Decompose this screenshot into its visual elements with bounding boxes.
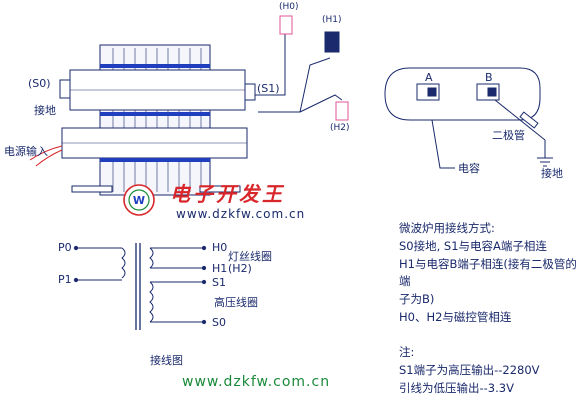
terminal-s0 (59, 79, 71, 99)
lead-to-h1 (258, 57, 331, 113)
label-h0: (H0) (279, 2, 299, 12)
blue-band-top (100, 64, 210, 68)
terminal-s1 (244, 83, 256, 101)
wiring-schematic (73, 243, 207, 330)
power-input-leads (29, 145, 63, 167)
hv-coil (149, 281, 154, 323)
label-transformer-ground: 接地 (34, 104, 56, 117)
label-hv-coil: 高压线圈 (214, 296, 258, 309)
label-p0: P0 (58, 241, 72, 254)
label-s1: (S1) (257, 82, 280, 95)
label-s0: (S0) (28, 77, 51, 90)
wiring-caption: 接线图 (150, 354, 183, 367)
capacitor-drawing (384, 67, 553, 169)
label-wiring-s0: S0 (212, 316, 226, 329)
blue-band-bottom (100, 158, 210, 162)
label-h2: (H2) (330, 123, 350, 133)
label-wiring-s1: S1 (212, 276, 226, 289)
label-filament-coil: 灯丝线圈 (228, 250, 272, 263)
filament-coil (149, 247, 154, 269)
label-capacitor-a: A (425, 71, 433, 84)
label-h1: (H1) (322, 15, 342, 25)
label-diode: 二极管 (492, 129, 525, 142)
lead-to-h2 (299, 94, 343, 113)
diode-body (519, 111, 539, 129)
label-capacitor: 电容 (458, 162, 480, 175)
label-power-input: 电源输入 (4, 145, 48, 158)
notes-line-2: H1与电容B端子相连(接有二极管的端 (399, 256, 577, 289)
diode-lead (494, 99, 546, 141)
blue-band-middle (100, 112, 210, 116)
connector-h0 (279, 15, 293, 35)
brand-url: www.dzkfw.com.cn (176, 207, 306, 221)
label-capacitor-b: B (485, 71, 493, 84)
label-wiring-h0: H0 (212, 241, 228, 254)
notes-footnote: 注: S1端子为高压输出--2280V 引线为低压输出--3.3V (399, 344, 579, 397)
notes-label: 注: (399, 345, 415, 359)
brand-logo: W (123, 184, 155, 216)
notes-line-1: S0接地, S1与电容A端子相连 (399, 238, 547, 253)
transformer-drawing (29, 15, 349, 196)
capacitor-body (384, 67, 541, 121)
notes-line-4: H0、H2与磁控管相连 (399, 310, 512, 325)
footer-url: www.dzkfw.com.cn (182, 374, 331, 390)
primary-coil (121, 247, 126, 279)
notes-title: 微波炉用接线方式: (399, 221, 495, 235)
wiring-notes: 微波炉用接线方式: S0接地, S1与电容A端子相连 H1与电容B端子相连(接有… (399, 220, 579, 327)
label-capacitor-ground: 接地 (541, 167, 563, 180)
label-p1: P1 (58, 273, 72, 286)
connector-h2 (335, 101, 349, 121)
lead-to-h0 (255, 28, 286, 96)
brand-name: 电子开发王 (170, 182, 285, 206)
connector-h1 (324, 31, 340, 53)
capacitor-leader (431, 119, 455, 169)
notes-footnote-1: S1端子为高压输出--2280V (399, 362, 540, 377)
notes-footnote-2: 引线为低压输出--3.3V (399, 380, 514, 395)
svg-text:W: W (133, 194, 145, 207)
label-wiring-h1-sub: (H2) (228, 262, 252, 275)
label-wiring-h1: H1 (212, 262, 228, 275)
mount-foot-right (199, 185, 241, 193)
mount-foot-left (71, 185, 113, 193)
notes-line-3: 子为B) (399, 292, 435, 307)
